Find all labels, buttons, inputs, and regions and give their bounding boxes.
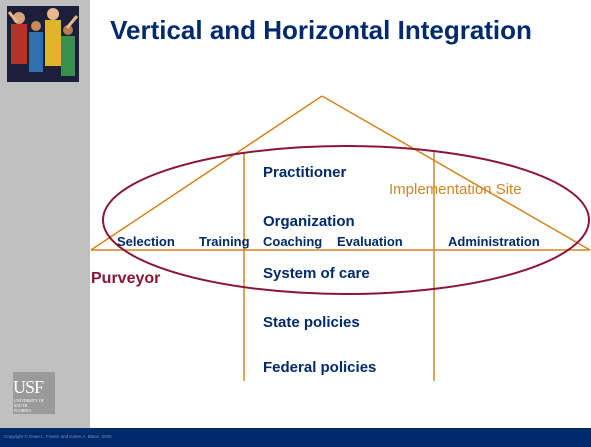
function-evaluation: Evaluation: [337, 234, 403, 249]
slide-title: Vertical and Horizontal Integration: [110, 15, 532, 45]
usf-logo-text: USF: [13, 377, 44, 397]
copyright-text: Copyright © Dean L. Fixsen and Karen A. …: [4, 434, 112, 439]
roof-right-line: [321, 95, 591, 251]
function-selection: Selection: [117, 234, 175, 249]
roof-left-line: [90, 95, 323, 251]
usf-logo-subtext: UNIVERSITY OF SOUTH FLORIDA: [14, 398, 44, 413]
level-system-of-care: System of care: [263, 265, 370, 282]
level-organization: Organization: [263, 213, 355, 230]
level-federal-policies: Federal policies: [263, 359, 377, 376]
function-training: Training: [199, 234, 250, 249]
purveyor-ellipse: [102, 145, 590, 295]
function-coaching: Coaching: [263, 234, 323, 249]
usf-logo-icon: [13, 372, 55, 414]
level-practitioner: Practitioner: [263, 164, 347, 181]
level-state-policies: State policies: [263, 314, 360, 331]
footer-bar: [0, 428, 591, 447]
purveyor-label: Purveyor: [91, 270, 161, 287]
function-administration: Administration: [448, 234, 540, 249]
implementation-site-label: Implementation Site: [389, 181, 522, 198]
people-logo-icon: [7, 6, 79, 82]
